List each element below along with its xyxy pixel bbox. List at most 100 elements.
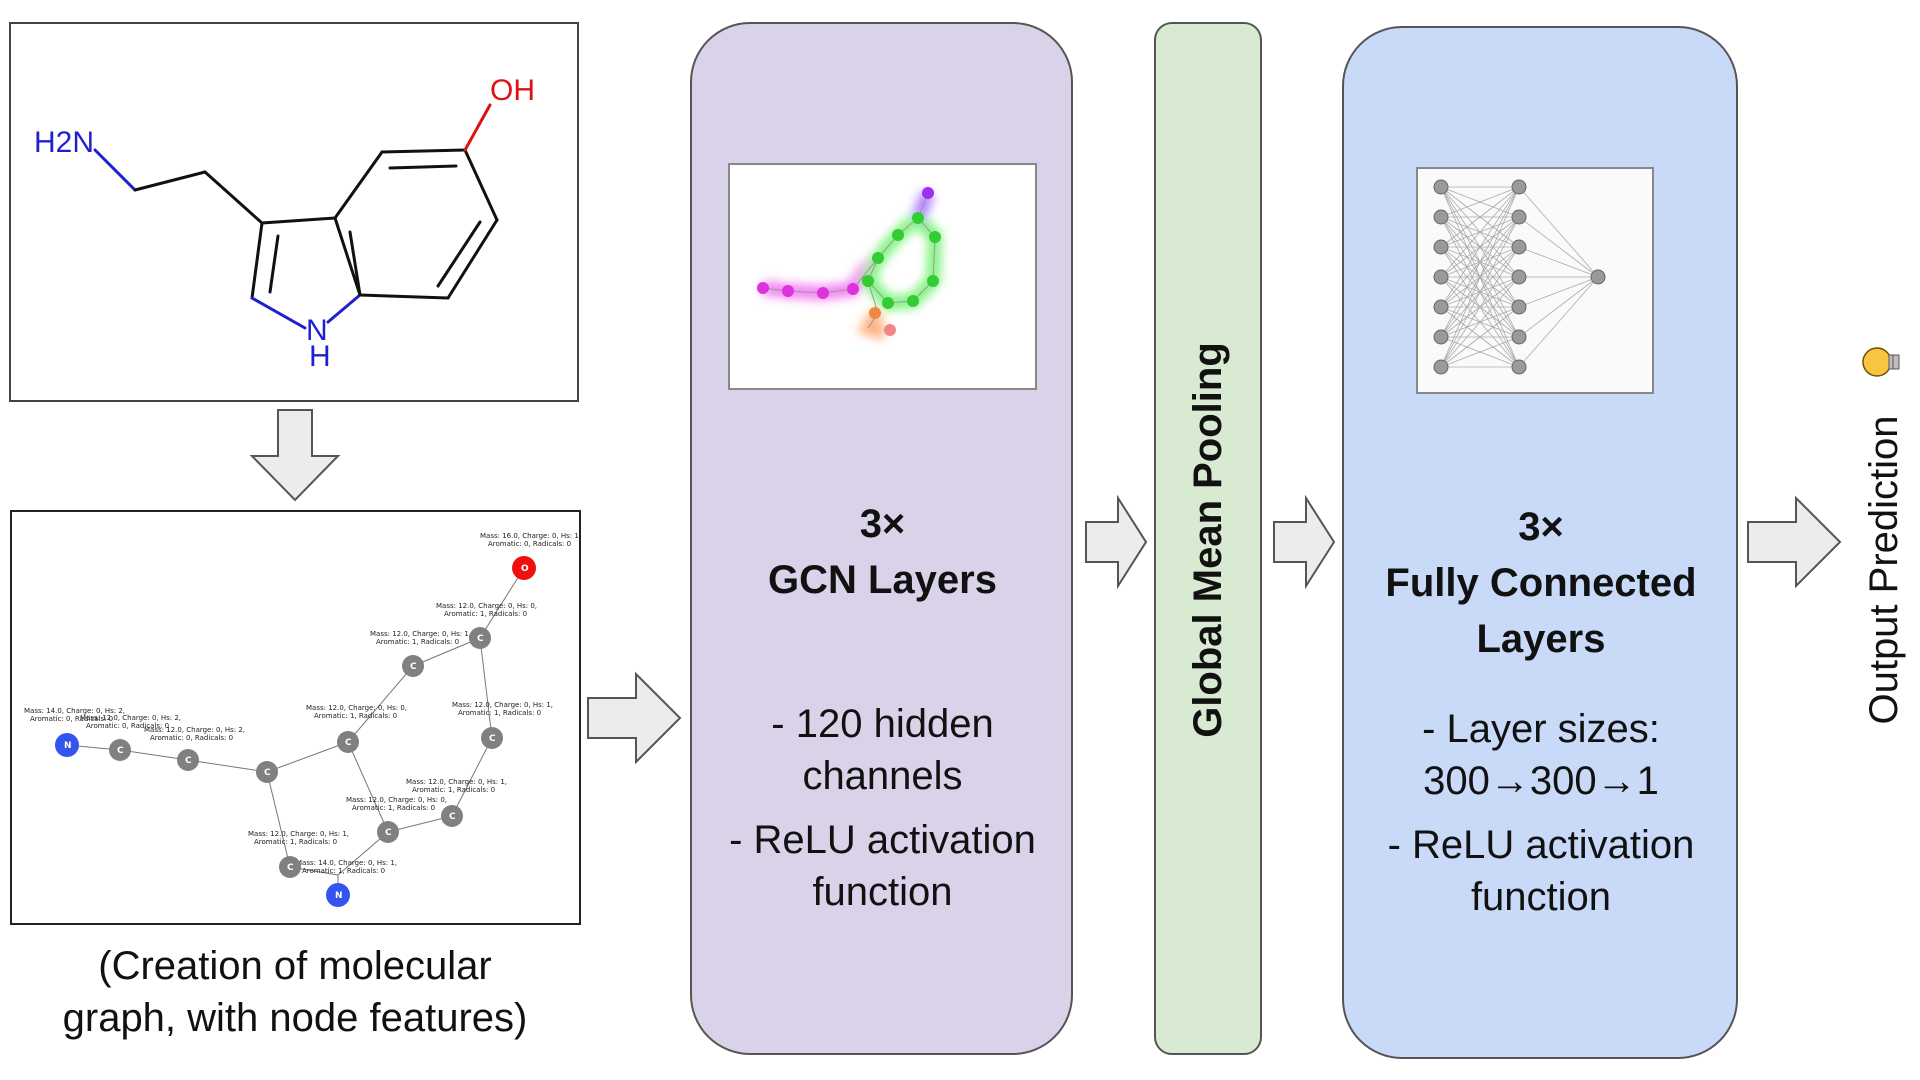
svg-text:Aromatic: 1, Radicals: 0: Aromatic: 1, Radicals: 0 [458, 709, 541, 717]
atom-amine: H2N [34, 126, 94, 159]
graph-node-c [256, 761, 278, 783]
right-arrow-icon [1747, 495, 1842, 589]
nn-neuron [1433, 239, 1449, 255]
gcn-bullet-2-line-1: - ReLU activation [729, 818, 1036, 862]
molecular-graph-panel [10, 510, 581, 925]
svg-text:Mass: 12.0, Charge: 0, Hs: 0,: Mass: 12.0, Charge: 0, Hs: 0, [436, 602, 537, 610]
molecule-structure-panel [9, 22, 579, 402]
nn-neuron [1511, 269, 1527, 285]
gcn-details: - 120 hidden channels - ReLU activation … [700, 698, 1065, 918]
fc-details: - Layer sizes: 300→300→1 - ReLU activati… [1346, 703, 1736, 923]
svg-text:Aromatic: 1, Radicals: 0: Aromatic: 1, Radicals: 0 [314, 712, 397, 720]
atom-ring-h: H [309, 340, 331, 373]
svg-text:Mass: 12.0, Charge: 0, Hs: 1,: Mass: 12.0, Charge: 0, Hs: 1, [370, 630, 471, 638]
gcn-bullet-1-line-2: channels [802, 754, 963, 798]
fc-bullet-1-line-1: - Layer sizes: [1422, 707, 1660, 751]
graph-node-c [481, 727, 503, 749]
caption-line-2: graph, with node features) [62, 996, 528, 1040]
gcn-node [884, 324, 896, 336]
gcn-node [912, 212, 924, 224]
output-prediction-label: Output Prediction [1862, 415, 1906, 725]
graph-node-n [55, 733, 79, 757]
nn-neuron [1511, 179, 1527, 195]
graph-node-label: C [185, 756, 192, 766]
svg-text:Mass: 16.0, Charge: 0, Hs: 1,: Mass: 16.0, Charge: 0, Hs: 1, [480, 532, 581, 540]
nn-neuron [1511, 299, 1527, 315]
gcn-graph-illustration [757, 187, 943, 340]
svg-text:Aromatic: 1, Radicals: 0: Aromatic: 1, Radicals: 0 [302, 867, 385, 875]
svg-text:Aromatic: 1, Radicals: 0: Aromatic: 1, Radicals: 0 [352, 804, 435, 812]
gcn-heading: 3× GCN Layers [700, 496, 1065, 608]
nn-neuron [1511, 209, 1527, 225]
graph-node-c [402, 655, 424, 677]
gcn-title: GCN Layers [768, 558, 997, 602]
graph-node-o [512, 556, 536, 580]
graph-node-label: O [521, 564, 529, 574]
nn-neuron [1590, 269, 1606, 285]
svg-text:Aromatic: 0, Radicals: 0: Aromatic: 0, Radicals: 0 [86, 722, 169, 730]
svg-text:Aromatic: 0, Radicals: 0: Aromatic: 0, Radicals: 0 [488, 540, 571, 548]
graph-node-c [177, 749, 199, 771]
pooling-title: Global Mean Pooling [1186, 342, 1230, 738]
gcn-node [922, 187, 934, 199]
right-arrow-icon [1085, 494, 1148, 590]
fc-heading: 3× Fully Connected Layers [1346, 499, 1736, 667]
fc-bullet-2-line-2: function [1470, 875, 1612, 919]
svg-text:Mass: 12.0, Charge: 0, Hs: 1,: Mass: 12.0, Charge: 0, Hs: 1, [248, 830, 349, 838]
gcn-node [927, 275, 939, 287]
gcn-node [907, 295, 919, 307]
svg-text:Mass: 12.0, Charge: 0, Hs: 0,: Mass: 12.0, Charge: 0, Hs: 0, [346, 796, 447, 804]
fc-title-line-1: Fully Connected [1385, 561, 1697, 605]
graph-node-c [469, 627, 491, 649]
graph-node-c [441, 805, 463, 827]
gcn-node [847, 283, 859, 295]
gcn-node [892, 229, 904, 241]
graph-node-label: C [264, 768, 271, 778]
nn-neuron [1433, 209, 1449, 225]
gcn-node [929, 231, 941, 243]
nn-neuron [1433, 179, 1449, 195]
gcn-node [872, 252, 884, 264]
graph-node-label: N [335, 891, 343, 901]
graph-node-label: C [287, 863, 294, 873]
gcn-node [817, 287, 829, 299]
nn-neuron [1433, 299, 1449, 315]
svg-text:Mass: 12.0, Charge: 0, Hs: 2,: Mass: 12.0, Charge: 0, Hs: 2, [80, 714, 181, 722]
graph-node-c [377, 821, 399, 843]
right-arrow-icon [1273, 494, 1336, 590]
graph-node-n [326, 883, 350, 907]
graph-node-label: C [477, 634, 484, 644]
svg-text:Aromatic: 1, Radicals: 0: Aromatic: 1, Radicals: 0 [412, 786, 495, 794]
gcn-bullet-1-line-1: - 120 hidden [771, 702, 994, 746]
svg-text:Aromatic: 0, Radicals: 0: Aromatic: 0, Radicals: 0 [30, 715, 113, 723]
fc-title-line-2: Layers [1476, 617, 1606, 661]
graph-node-c [337, 731, 359, 753]
graph-caption: (Creation of molecular graph, with node … [0, 940, 590, 1044]
graph-node-label: C [410, 662, 417, 672]
graph-nodes [55, 556, 536, 907]
gcn-graph-thumbnail [728, 163, 1037, 390]
lightbulb-icon [1862, 347, 1900, 377]
nn-neuron [1511, 329, 1527, 345]
graph-node-c [109, 739, 131, 761]
svg-text:Aromatic: 1, Radicals: 0: Aromatic: 1, Radicals: 0 [376, 638, 459, 646]
nn-neuron [1511, 359, 1527, 375]
atom-ring-n: N [306, 314, 328, 347]
gcn-node [862, 275, 874, 287]
svg-text:Mass: 12.0, Charge: 0, Hs: 2,: Mass: 12.0, Charge: 0, Hs: 2, [144, 726, 245, 734]
gcn-node [882, 297, 894, 309]
graph-node-label: C [117, 746, 124, 756]
atom-hydroxyl: OH [490, 74, 535, 107]
global-mean-pooling-panel [1154, 22, 1262, 1055]
gcn-count: 3× [859, 502, 906, 546]
caption-line-1: (Creation of molecular [98, 944, 492, 988]
svg-text:Mass: 12.0, Charge: 0, Hs: 1,: Mass: 12.0, Charge: 0, Hs: 1, [406, 778, 507, 786]
svg-text:Mass: 14.0, Charge: 0, Hs: 2,: Mass: 14.0, Charge: 0, Hs: 2, [24, 707, 125, 715]
fc-bullet-2-line-1: - ReLU activation [1387, 823, 1695, 867]
graph-node-label: N [64, 741, 72, 751]
gcn-node [757, 282, 769, 294]
svg-text:Mass: 12.0, Charge: 0, Hs: 1,: Mass: 12.0, Charge: 0, Hs: 1, [452, 701, 553, 709]
graph-node-label: C [385, 828, 392, 838]
fc-count: 3× [1518, 505, 1564, 549]
graph-node-c [279, 856, 301, 878]
